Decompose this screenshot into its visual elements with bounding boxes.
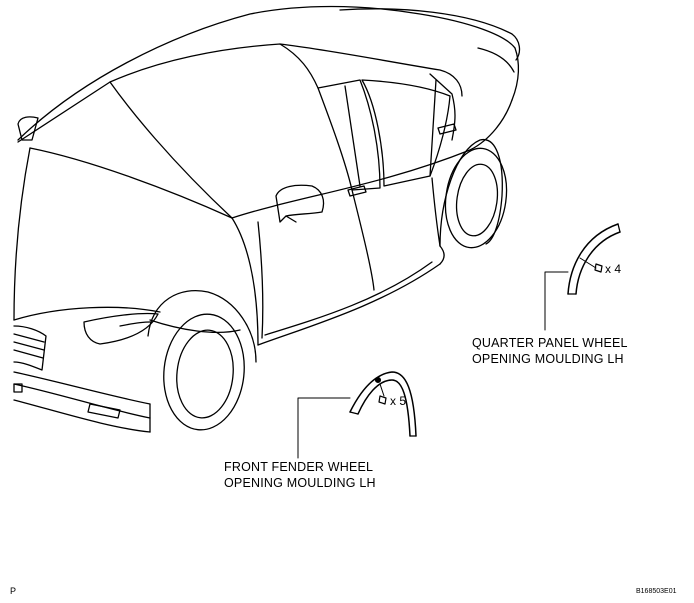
clip-icon bbox=[378, 395, 387, 405]
front-fender-label-line1: FRONT FENDER WHEEL bbox=[224, 460, 374, 474]
front-fender-leader bbox=[297, 397, 351, 459]
corner-mark-left: P bbox=[10, 586, 17, 596]
car-outline bbox=[13, 5, 521, 433]
clip-icon bbox=[594, 263, 603, 273]
quarter-panel-leader bbox=[544, 271, 569, 331]
figure-code: B168503E01 bbox=[636, 588, 677, 595]
front-fender-quantity: x 5 bbox=[390, 394, 407, 408]
quarter-panel-quantity: x 4 bbox=[605, 262, 622, 276]
quarter-panel-label-line2: OPENING MOULDING LH bbox=[472, 352, 624, 366]
front-fender-moulding bbox=[349, 371, 417, 437]
quarter-panel-label-line1: QUARTER PANEL WHEEL bbox=[472, 336, 628, 350]
front-fender-label-line2: OPENING MOULDING LH bbox=[224, 476, 376, 490]
quarter-panel-moulding bbox=[567, 223, 621, 295]
